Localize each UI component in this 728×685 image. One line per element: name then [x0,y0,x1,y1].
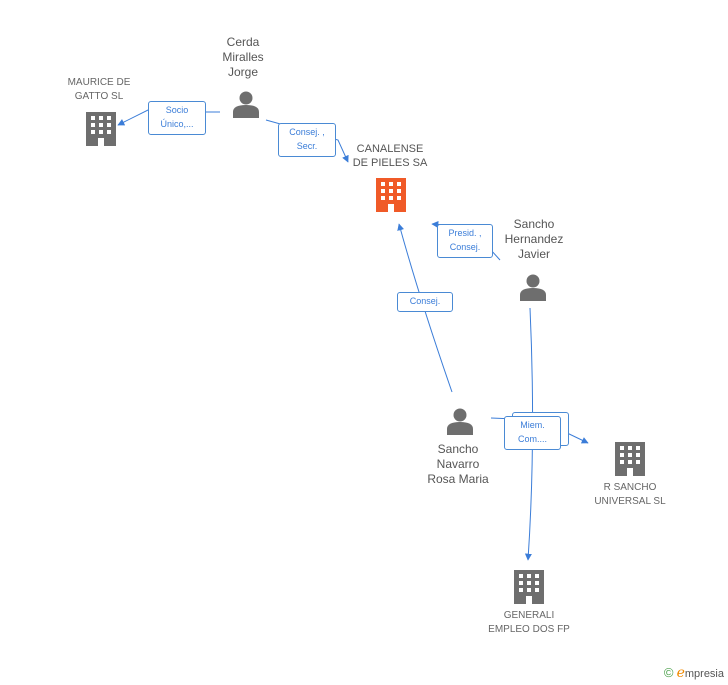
building-icon[interactable] [514,570,544,604]
node-label-canalense[interactable]: CANALENSE DE PIELES SA [352,143,428,169]
brand-name: mpresia [684,668,724,680]
person-icon[interactable] [233,91,259,119]
edge-label-cerda-maurice[interactable]: Socio Único,... [148,101,206,135]
building-icon[interactable] [615,442,645,476]
copyright-symbol: © [663,665,674,680]
person-icon[interactable] [447,408,473,436]
edge-label-hernandez-canalense[interactable]: Presid. , Consej. [437,224,493,258]
node-label-sancho-hernandez[interactable]: Sancho Hernandez Javier [504,217,564,261]
node-label-maurice[interactable]: MAURICE DE GATTO SL [67,77,131,102]
watermark: © empresia [664,665,724,681]
edge-label-navarro-canalense[interactable]: Consej. [397,292,453,312]
node-label-sancho-navarro[interactable]: Sancho Navarro Rosa Maria [427,442,489,486]
building-icon-highlight[interactable] [376,178,406,212]
building-icon[interactable] [86,112,116,146]
node-label-r-sancho[interactable]: R SANCHO UNIVERSAL SL [594,482,666,507]
edge-label-navarro-rsancho[interactable]: Miem. Com.... [504,416,561,450]
edge-label-cerda-canalense[interactable]: Consej. , Secr. [278,123,336,157]
node-label-generali[interactable]: GENERALI EMPLEO DOS FP [488,610,570,635]
person-icon[interactable] [520,274,546,302]
node-label-cerda[interactable]: Cerda Miralles Jorge [222,35,264,79]
brand-initial: e [676,665,685,681]
